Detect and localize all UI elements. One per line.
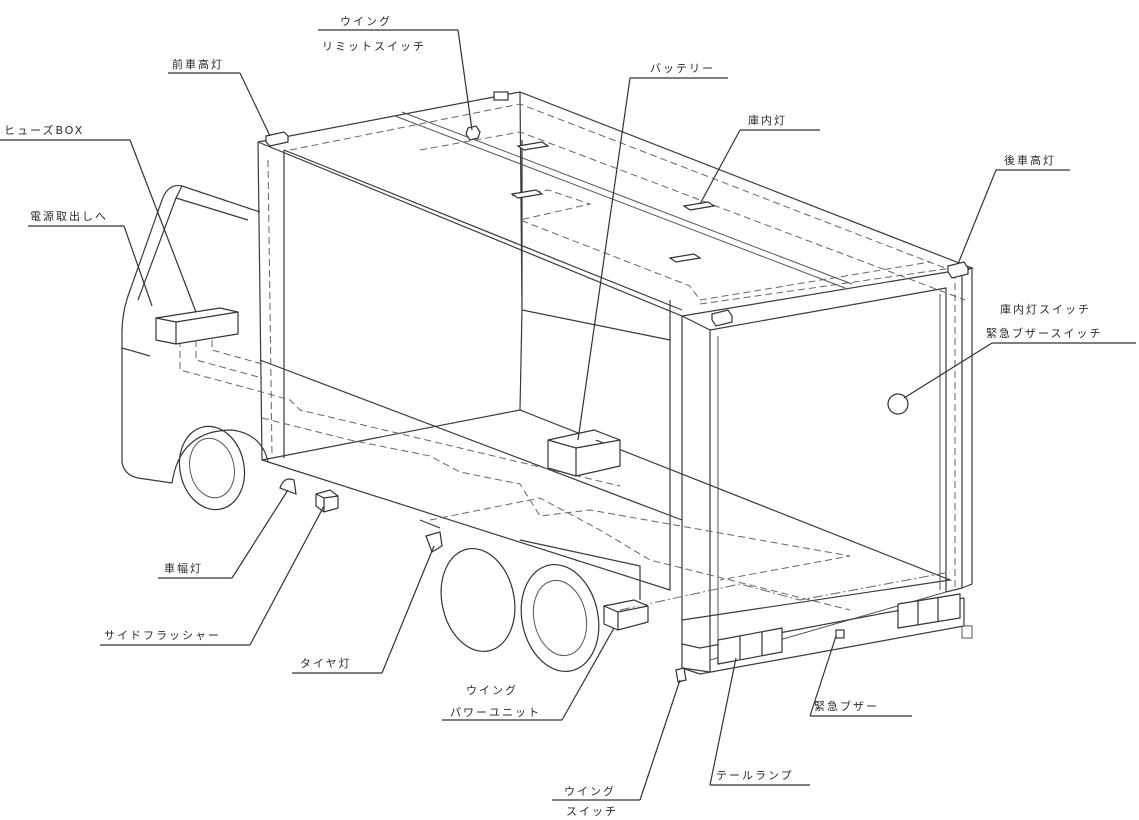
wire-roof-cross bbox=[419, 131, 966, 301]
leader-lines bbox=[0, 29, 1136, 801]
rear-bumper-foot bbox=[961, 625, 973, 639]
label-emergency-buzzer: 緊急ブザー bbox=[814, 699, 879, 713]
label-front-clearance-lamp: 前車高灯 bbox=[172, 57, 224, 71]
rear-clearance-lamp bbox=[947, 261, 969, 279]
tail-lamp-left bbox=[717, 627, 783, 665]
wing-power-unit bbox=[603, 599, 649, 631]
leader-front-clearance-lamp bbox=[239, 72, 271, 137]
wire-underfloor-2 bbox=[429, 497, 851, 611]
leader-side-marker-lamp bbox=[231, 489, 289, 579]
label-tail-lamp: テールランプ bbox=[716, 769, 794, 782]
side-marker-lamp bbox=[279, 478, 297, 495]
wire-underfloor bbox=[261, 417, 851, 581]
truck-outline bbox=[121, 91, 975, 675]
leader-side-flasher bbox=[249, 505, 325, 646]
front-wheel bbox=[178, 425, 246, 511]
label-fuse-box: ヒューズBOX bbox=[4, 123, 84, 137]
cargo-lamp-switch bbox=[887, 393, 909, 415]
rear-wheel-1 bbox=[440, 547, 516, 653]
cargo-lamp-2 bbox=[510, 189, 544, 199]
emergency-buzzer bbox=[835, 629, 845, 639]
rear-door-frame bbox=[681, 267, 973, 673]
roof-fitting bbox=[493, 91, 509, 101]
leader-wing-limit-switch bbox=[457, 29, 473, 131]
label-wing-limit-switch-line2: リミットスイッチ bbox=[322, 40, 426, 53]
leader-power-outlet bbox=[123, 225, 153, 307]
label-rear-clearance-lamp: 後車高灯 bbox=[1004, 153, 1056, 167]
leader-cargo-lamp bbox=[699, 129, 741, 205]
leader-tail-lamp bbox=[709, 657, 737, 786]
wire-rear-bottom bbox=[619, 571, 951, 611]
wire-fuse-out-2 bbox=[195, 340, 263, 379]
roof-center-rail bbox=[394, 115, 846, 289]
box-roof bbox=[257, 91, 975, 317]
chassis-frame bbox=[419, 519, 641, 600]
box-front-panel bbox=[257, 141, 671, 591]
leader-wing-power-unit bbox=[561, 627, 615, 721]
cargo-lamp-4 bbox=[668, 253, 702, 263]
leader-battery bbox=[577, 77, 631, 441]
box-floor bbox=[261, 309, 953, 621]
label-power-outlet: 電源取出しへ bbox=[30, 209, 108, 223]
roof-center-rail-2 bbox=[401, 111, 853, 285]
leader-tire-lamp bbox=[381, 545, 435, 674]
leader-rear-clearance-lamp bbox=[957, 169, 997, 265]
label-side-marker-lamp: 車幅灯 bbox=[164, 561, 203, 575]
front-clearance-lamp bbox=[265, 131, 289, 147]
front-wheel-hub bbox=[189, 437, 235, 499]
leader-fuse-box bbox=[129, 139, 197, 313]
rear-bumper bbox=[681, 597, 965, 675]
label-wing-power-unit-line1: ウイング bbox=[466, 683, 518, 697]
cab-windshield bbox=[137, 185, 249, 301]
rear-wheel-2 bbox=[520, 563, 600, 673]
label-tire-lamp: タイヤ灯 bbox=[300, 657, 352, 670]
label-wing-power-unit-line2: パワーユニット bbox=[450, 706, 541, 719]
box-side-wall bbox=[259, 149, 683, 521]
components bbox=[155, 91, 969, 683]
box-rear-inner-panel bbox=[519, 91, 671, 341]
cab-outline bbox=[121, 184, 261, 484]
label-side-flasher: サイドフラッシャー bbox=[104, 629, 221, 642]
label-wing-limit-switch-line1: ウイング bbox=[340, 14, 392, 28]
battery bbox=[547, 429, 621, 477]
tail-lamp-right bbox=[897, 593, 961, 629]
rear-clearance-lamp-left bbox=[711, 309, 733, 327]
leader-wing-switch bbox=[639, 679, 681, 801]
label-wing-switch-line2: スイッチ bbox=[566, 805, 618, 818]
rear-wheel-2-hub bbox=[532, 579, 588, 657]
wire-fuse-out bbox=[179, 340, 621, 487]
cargo-lamp-1 bbox=[516, 141, 550, 151]
label-wing-switch-line1: ウイング bbox=[564, 784, 616, 798]
wire-rear-top bbox=[699, 267, 953, 305]
label-emergency-buzzer-switch: 緊急ブザースイッチ bbox=[986, 326, 1102, 340]
label-cargo-lamp-switch: 庫内灯スイッチ bbox=[1000, 302, 1091, 316]
leader-cargo-lamp-switch bbox=[903, 342, 993, 399]
callout-labels: ウイング リミットスイッチ 前車高灯 バッテリー ヒューズBOX 庫内灯 後車高… bbox=[4, 14, 1102, 818]
cargo-lamp-3 bbox=[682, 201, 716, 211]
wing-limit-switch bbox=[465, 125, 481, 141]
leader-emergency-buzzer bbox=[809, 635, 837, 717]
wire-roof-main bbox=[289, 103, 946, 269]
label-battery: バッテリー bbox=[650, 62, 715, 75]
label-cargo-lamp: 庫内灯 bbox=[748, 113, 787, 127]
wire-roof-branch bbox=[511, 189, 931, 301]
wire-front-vertical bbox=[267, 159, 273, 456]
wing-switch bbox=[675, 667, 687, 683]
fuse-box bbox=[155, 307, 239, 345]
side-flasher bbox=[315, 489, 339, 513]
wiring-harness bbox=[179, 103, 966, 611]
tire-lamp bbox=[425, 531, 443, 553]
